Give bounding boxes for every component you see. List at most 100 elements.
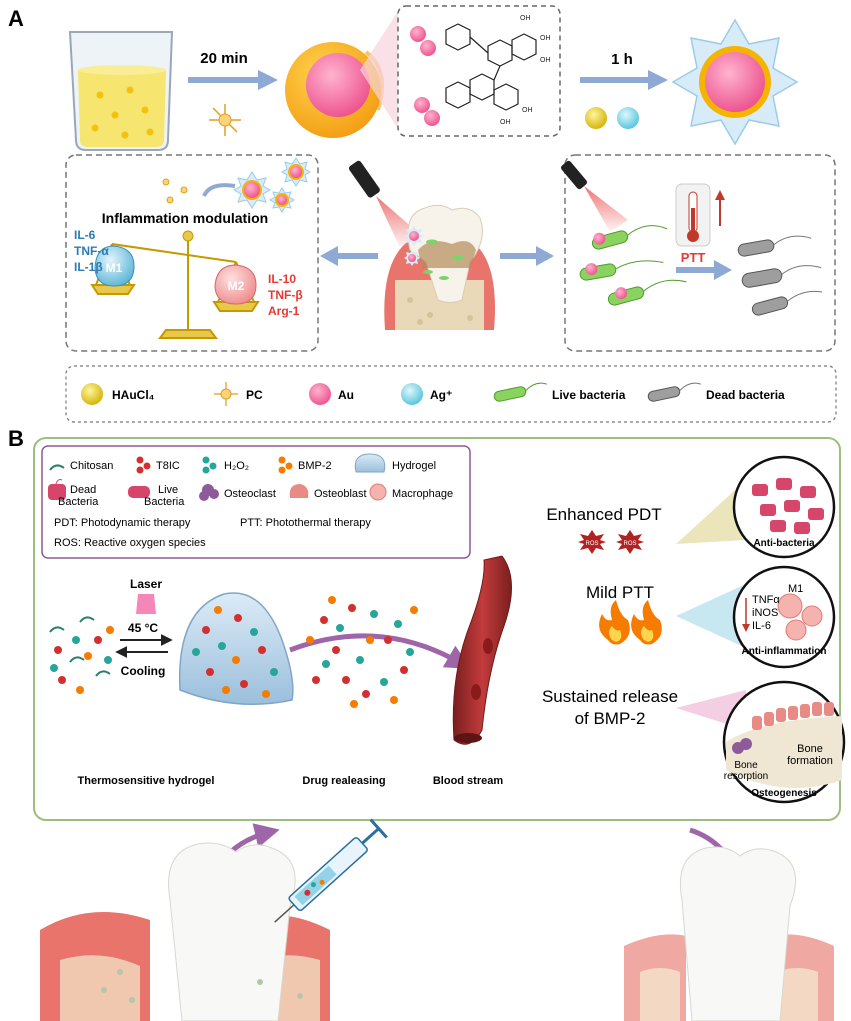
thermo-label: Thermosensitive hydrogel [78,775,215,787]
star-nanoparticle-icon [671,18,799,146]
legend-dead: Dead bacteria [706,388,785,402]
release-arrow [202,183,236,197]
dead-bacteria-b-icon [48,479,66,500]
svg-text:OH: OH [520,15,531,22]
m2-marker: Arg-1 [268,304,300,318]
legend-ag: Ag⁺ [430,388,452,402]
anti-inflammation-label: Anti-inflammation [742,646,827,657]
osteoblast-icon [289,484,309,498]
sustained-label-2: of BMP-2 [575,709,646,728]
pc-legend-icon [214,382,238,406]
hydrogel-icon [354,453,386,473]
flame-icon [599,600,662,645]
legend-pc: PC [246,388,263,402]
m2-macrophage-icon: M2 [214,264,257,305]
beaker-icon [68,31,174,151]
m1-marker: TNF-α [74,244,109,258]
ag-dot-icon [617,107,639,129]
pc-molecules-icon [162,178,188,204]
osteogenesis-label: Osteogenesis [751,788,817,799]
blood-label: Blood stream [433,775,504,787]
m2-marker: IL-10 [268,272,296,286]
t8ic-icon [136,456,151,474]
free-particles-group [49,616,114,694]
svg-text:OH: OH [540,57,551,64]
legend-osteoclast: Osteoclast [224,488,276,500]
live-bacteria-b-icon [128,486,150,498]
pc-molecule-icon [209,104,241,136]
anti-bacteria-label: Anti-bacteria [753,538,815,549]
legend-pdt-def: PDT: Photodynamic therapy [54,517,191,529]
live-bacteria-legend-icon [493,382,547,402]
legend-osteoblast: Osteoblast [314,488,367,500]
m1-macrophage-icon: M1 [94,245,135,287]
osteoclast-icon [199,484,219,501]
live-bacteria-icon [579,225,687,306]
panel-b-label: B [8,426,24,451]
step2-time: 1 h [611,51,633,68]
svg-text:OH: OH [522,107,533,114]
m2-label: M2 [228,279,245,293]
legend-haucl4: HAuCl₄ [112,388,155,402]
au-legend-icon [309,383,331,405]
released-particles-group [306,596,418,708]
inflam-marker: TNFα [752,594,780,606]
sustained-label-1: Sustained release [542,687,678,706]
inflam-marker: iNOS [752,607,778,619]
legend-h2o2: H₂O₂ [224,460,249,472]
step1-time: 20 min [200,50,248,67]
panel-a-label: A [8,6,24,31]
mild-ptt-label: Mild PTT [586,583,654,602]
dead-bacteria-legend-icon [647,382,701,402]
dead-bacteria-icon [737,235,823,316]
m1-label: M1 [106,261,123,275]
zoom-wedge [360,8,400,132]
procyanidin-structure-icon: OH OH OH OH OH [410,15,551,126]
enhanced-pdt-label: Enhanced PDT [546,505,661,524]
blood-vessel-icon [452,555,513,745]
pdt-wedge [676,480,746,544]
svg-text:OH: OH [540,35,551,42]
legend-bmp2: BMP-2 [298,460,332,472]
ag-legend-icon [401,383,423,405]
ptt-wedge [676,584,746,648]
legend-t8ic: T8IC [156,460,180,472]
haucl4-dot-icon [585,107,607,129]
m1-marker: IL-1β [74,260,103,274]
periodontal-tooth-icon [384,204,495,330]
healthy-tooth-icon [624,846,834,1021]
macrophage-icon [369,483,387,501]
legend-ptt-def: PTT: Photothermal therapy [240,517,371,529]
legend-a-box [65,365,837,423]
inflam-marker: IL-6 [752,620,771,632]
small-star-particles-icon [232,157,311,213]
diseased-tooth-icon [40,842,330,1021]
cooling-label: Cooling [121,664,166,678]
m2-marker: TNF-β [268,288,303,302]
svg-text:OH: OH [500,119,511,126]
m1-b-label: M1 [788,583,803,595]
inflammation-title: Inflammation modulation [102,210,268,226]
legend-hydrogel: Hydrogel [392,460,436,472]
anti-inflammation-circle [732,565,836,669]
bmp2-icon [278,456,293,474]
core-shell-sphere-icon [285,42,384,138]
syringe-icon [274,818,388,923]
laser-label: Laser [130,577,162,591]
drug-label: Drug realeasing [302,775,385,787]
legend-ros-def: ROS: Reactive oxygen species [54,537,206,549]
thermometer-icon [675,183,725,247]
ros-label: ROS [623,541,636,547]
legend-chitosan: Chitosan [70,460,113,472]
haucl4-legend-icon [81,383,103,405]
chitosan-icon [49,464,65,471]
h2o2-icon [202,456,217,474]
ros-label: ROS [585,541,598,547]
temp-label: 45 °C [128,621,158,635]
laser-beam-icon [136,594,156,614]
legend-macrophage: Macrophage [392,488,453,500]
